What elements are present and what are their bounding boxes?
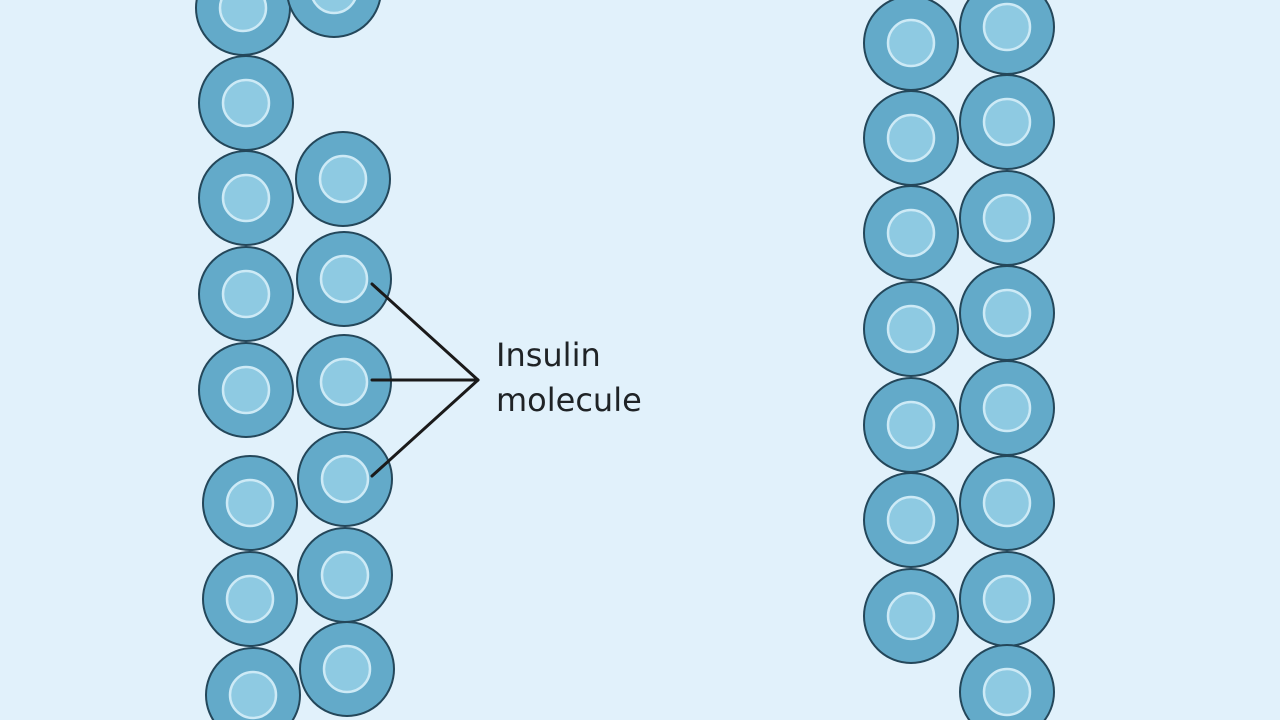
molecule-core	[319, 357, 369, 407]
molecule-core	[221, 269, 271, 319]
insulin-molecule	[863, 90, 959, 186]
insulin-molecule	[959, 455, 1055, 551]
insulin-molecule	[202, 551, 298, 647]
insulin-molecule	[198, 55, 294, 151]
annotation-line-2: molecule	[496, 381, 642, 419]
molecule-core	[886, 113, 936, 163]
molecule-core	[982, 193, 1032, 243]
molecule-core	[982, 2, 1032, 52]
molecule-core	[318, 154, 368, 204]
insulin-molecule	[863, 185, 959, 281]
molecule-core	[319, 254, 369, 304]
molecule-core	[982, 288, 1032, 338]
insulin-molecule	[287, 0, 381, 38]
molecule-core	[982, 667, 1032, 717]
insulin-molecule	[959, 170, 1055, 266]
molecule-core	[225, 478, 275, 528]
leader-line	[370, 282, 480, 382]
molecule-core	[886, 18, 936, 68]
insulin-molecule	[959, 0, 1055, 75]
insulin-molecule	[959, 551, 1055, 647]
molecule-core	[221, 173, 271, 223]
molecule-core	[982, 574, 1032, 624]
annotation-line-1: Insulin	[496, 336, 601, 374]
molecule-core	[221, 365, 271, 415]
insulin-molecule	[198, 150, 294, 246]
insulin-molecule	[299, 621, 395, 717]
insulin-molecule	[198, 342, 294, 438]
molecule-core	[886, 400, 936, 450]
molecule-body	[287, 0, 381, 38]
insulin-molecule	[296, 231, 392, 327]
molecule-core	[228, 670, 278, 720]
molecule-core	[886, 591, 936, 641]
insulin-molecule	[295, 131, 391, 227]
insulin-molecule	[198, 246, 294, 342]
insulin-molecule	[296, 334, 392, 430]
leader-lines	[370, 282, 480, 478]
molecule-core	[982, 478, 1032, 528]
molecule-groups	[195, 0, 1055, 720]
molecule-core	[320, 454, 370, 504]
insulin-molecule	[863, 568, 959, 664]
molecule-core	[218, 0, 268, 33]
molecule-core	[886, 208, 936, 258]
insulin-molecule	[863, 281, 959, 377]
insulin-molecule	[205, 647, 301, 720]
insulin-molecule	[959, 265, 1055, 361]
insulin-molecule	[959, 644, 1055, 720]
insulin-molecule	[202, 455, 298, 551]
insulin-molecule	[297, 431, 393, 527]
insulin-molecule	[863, 377, 959, 473]
molecule-core	[320, 550, 370, 600]
insulin-molecule	[959, 360, 1055, 456]
insulin-molecule	[863, 0, 959, 91]
molecule-core	[221, 78, 271, 128]
leader-line	[370, 378, 480, 478]
insulin-molecule	[863, 472, 959, 568]
molecule-core	[886, 304, 936, 354]
insulin-molecule	[297, 527, 393, 623]
molecule-core	[982, 383, 1032, 433]
molecule-core	[225, 574, 275, 624]
molecule-core	[982, 97, 1032, 147]
annotation-label: Insulin molecule	[496, 336, 642, 419]
insulin-molecule	[959, 74, 1055, 170]
molecule-core	[322, 644, 372, 694]
molecule-core	[311, 0, 357, 15]
molecule-core	[886, 495, 936, 545]
